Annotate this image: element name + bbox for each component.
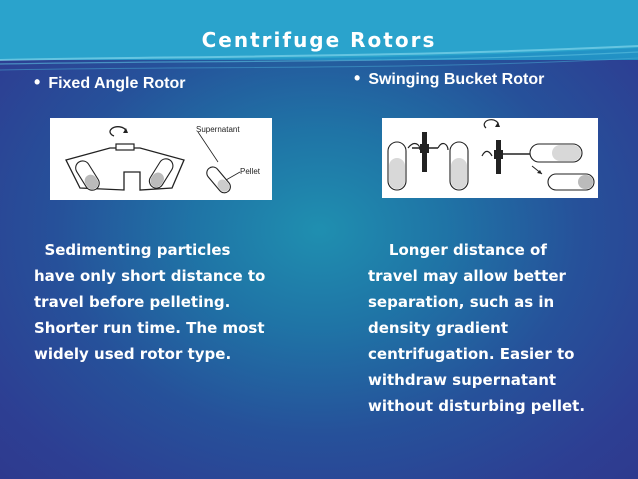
left-description: Sedimenting particles have only short di… [34, 237, 265, 367]
left-line: Shorter run time. The most [34, 319, 265, 337]
right-description: Longer distance of travel may allow bett… [368, 237, 585, 419]
left-heading: • Fixed Angle Rotor [34, 72, 186, 93]
left-heading-text: Fixed Angle Rotor [48, 75, 186, 92]
bullet-dot-icon: • [354, 68, 361, 88]
right-line: without disturbing pellet. [368, 397, 586, 415]
swinging-bucket-rotor-diagram [382, 118, 598, 198]
right-line: withdraw supernatant [368, 371, 557, 389]
header-wave-decoration [0, 0, 638, 71]
right-line: travel may allow better [368, 267, 566, 285]
bullet-dot-icon: • [34, 72, 41, 92]
right-heading: • Swinging Bucket Rotor [354, 68, 544, 89]
pellet-label: Pellet [240, 167, 261, 176]
slide-title: Centrifuge Rotors [201, 28, 437, 52]
right-line: density gradient [368, 319, 508, 337]
right-line: Longer distance of [368, 241, 547, 259]
left-line: widely used rotor type. [34, 345, 232, 363]
right-heading-text: Swinging Bucket Rotor [368, 71, 545, 88]
left-line: have only short distance to [34, 267, 266, 285]
swinging-bucket-rotor-illustration [387, 119, 595, 191]
left-line: travel before pelleting. [34, 293, 231, 311]
left-line: Sedimenting particles [34, 241, 231, 259]
fixed-angle-rotor-illustration: Supernatant Pellet [65, 125, 261, 194]
right-line: centrifugation. Easier to [368, 345, 575, 363]
fixed-angle-rotor-diagram: Supernatant Pellet [50, 118, 272, 200]
supernatant-label: Supernatant [196, 125, 240, 134]
right-line: separation, such as in [368, 293, 555, 311]
